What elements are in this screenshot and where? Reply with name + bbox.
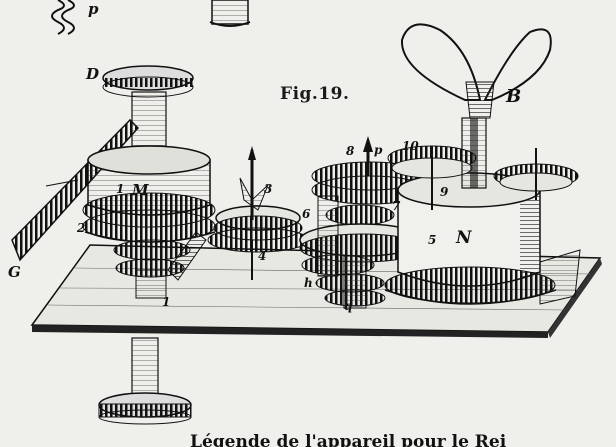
label-9: 9 xyxy=(440,185,449,199)
label-4: 4 xyxy=(258,249,267,263)
caption-text: Légende de l'appareil pour le Rei xyxy=(190,432,507,447)
label-10: 10 xyxy=(402,139,419,153)
lower-spindle xyxy=(98,337,192,425)
label-1-left: 1 xyxy=(116,182,125,196)
label-7: 7 xyxy=(392,199,401,213)
label-1-bottom: 1 xyxy=(162,295,171,309)
winding-key-B xyxy=(400,23,552,189)
label-6: 6 xyxy=(302,207,311,221)
label-h: h xyxy=(304,276,313,290)
label-B: B xyxy=(506,86,522,107)
gear-10 xyxy=(387,145,579,210)
label-8: 8 xyxy=(346,144,355,158)
gear-3 xyxy=(207,146,309,280)
figure-title: Fig.19. xyxy=(280,84,350,104)
label-q: q xyxy=(344,299,353,313)
label-N: N xyxy=(456,228,472,248)
label-2: 2 xyxy=(77,221,86,235)
top-cylinder-fragment xyxy=(209,0,251,27)
spring-fragment xyxy=(51,0,75,35)
label-p-mid: p xyxy=(374,143,383,157)
label-3: 3 xyxy=(264,182,273,196)
cylinder-M xyxy=(82,65,216,243)
label-p-top: p xyxy=(88,0,99,18)
label-M: M xyxy=(132,181,149,199)
support-foot xyxy=(539,249,581,305)
cylinder-N xyxy=(384,172,557,305)
label-5: 5 xyxy=(428,233,437,247)
label-D: D xyxy=(86,65,100,83)
label-G: G xyxy=(8,263,21,281)
gear-stack-1 xyxy=(113,231,207,299)
